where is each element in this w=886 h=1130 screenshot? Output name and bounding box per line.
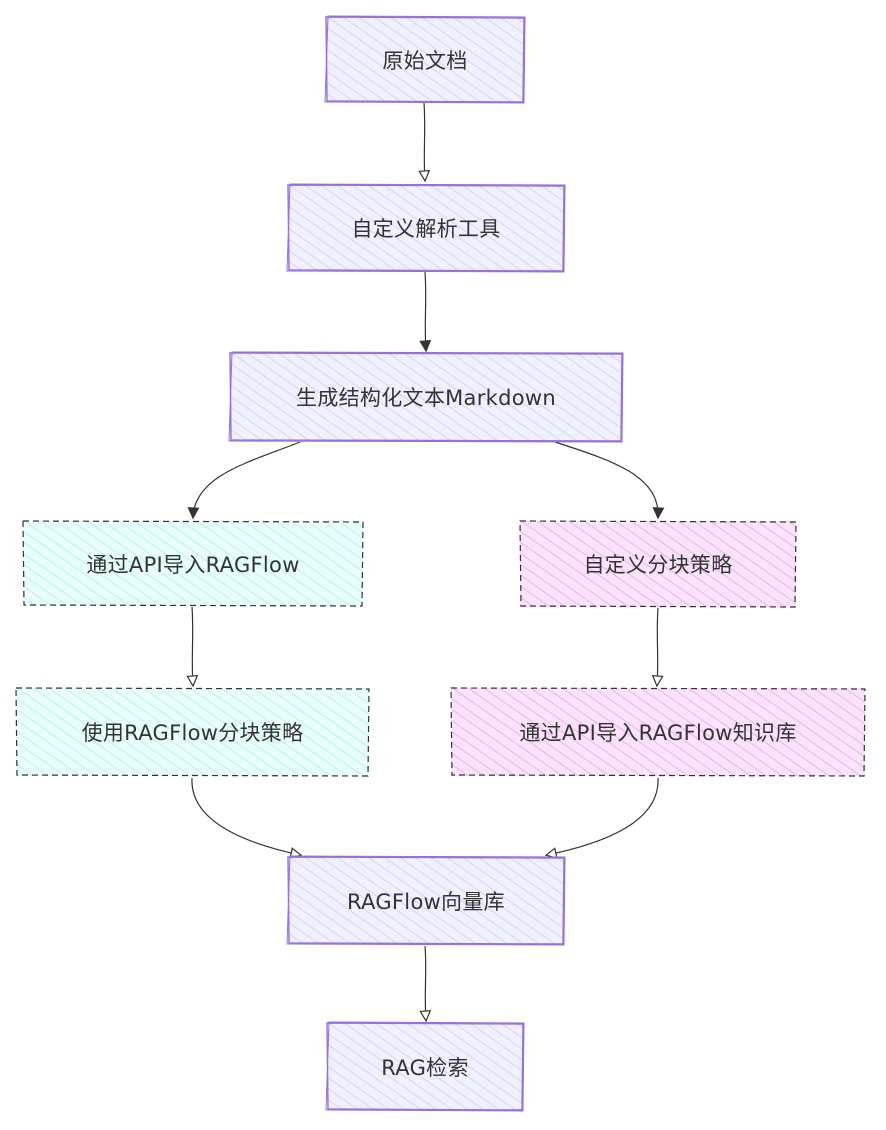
node-box [324, 15, 526, 104]
node-box [325, 1021, 525, 1112]
node-box [286, 183, 566, 273]
edge-parser-to-markdown [425, 271, 426, 350]
node-label: 使用RAGFlow分块策略 [81, 721, 304, 745]
edge-import-kb-to-vector-store [547, 777, 659, 855]
node-label: 生成结构化文本Markdown [296, 386, 556, 410]
node-box [450, 687, 866, 777]
node-label: 通过API导入RAGFlow [86, 552, 300, 577]
node-custom-chunking: 自定义分块策略 [519, 520, 797, 608]
node-label: 自定义分块策略 [583, 553, 733, 577]
edge-vector-store-to-retrieval [425, 945, 426, 1020]
node-import-via-api: 通过API导入RAGFlow [22, 520, 364, 607]
edge-custom-chunking-to-import-kb [657, 607, 658, 685]
node-label: 原始文档 [382, 48, 468, 73]
node-box [519, 520, 797, 608]
node-rag-retrieval: RAG检索 [325, 1021, 525, 1112]
node-box [15, 687, 370, 777]
node-label: RAGFlow向量库 [347, 889, 505, 914]
node-label: 自定义解析工具 [351, 217, 501, 241]
edge-markdown-to-custom-chunking [554, 441, 658, 517]
node-structured-markdown: 生成结构化文本Markdown [228, 351, 624, 443]
node-ragflow-chunking: 使用RAGFlow分块策略 [15, 687, 370, 777]
node-label: 通过API导入RAGFlow知识库 [519, 721, 797, 745]
edge-markdown-to-import-api [193, 441, 301, 517]
edge-import-api-to-ragflow-chunking [192, 606, 193, 685]
node-import-kb-via-api: 通过API导入RAGFlow知识库 [450, 687, 866, 777]
node-ragflow-vector-store: RAGFlow向量库 [286, 855, 566, 946]
edge-ragflow-chunking-to-vector-store [191, 777, 300, 855]
node-custom-parser: 自定义解析工具 [286, 183, 566, 273]
node-box [286, 855, 566, 946]
edge-original-to-parser [424, 102, 425, 180]
node-original-docs: 原始文档 [324, 15, 526, 104]
node-label: RAG检索 [381, 1055, 469, 1080]
node-box [228, 351, 624, 443]
node-box [22, 520, 364, 607]
